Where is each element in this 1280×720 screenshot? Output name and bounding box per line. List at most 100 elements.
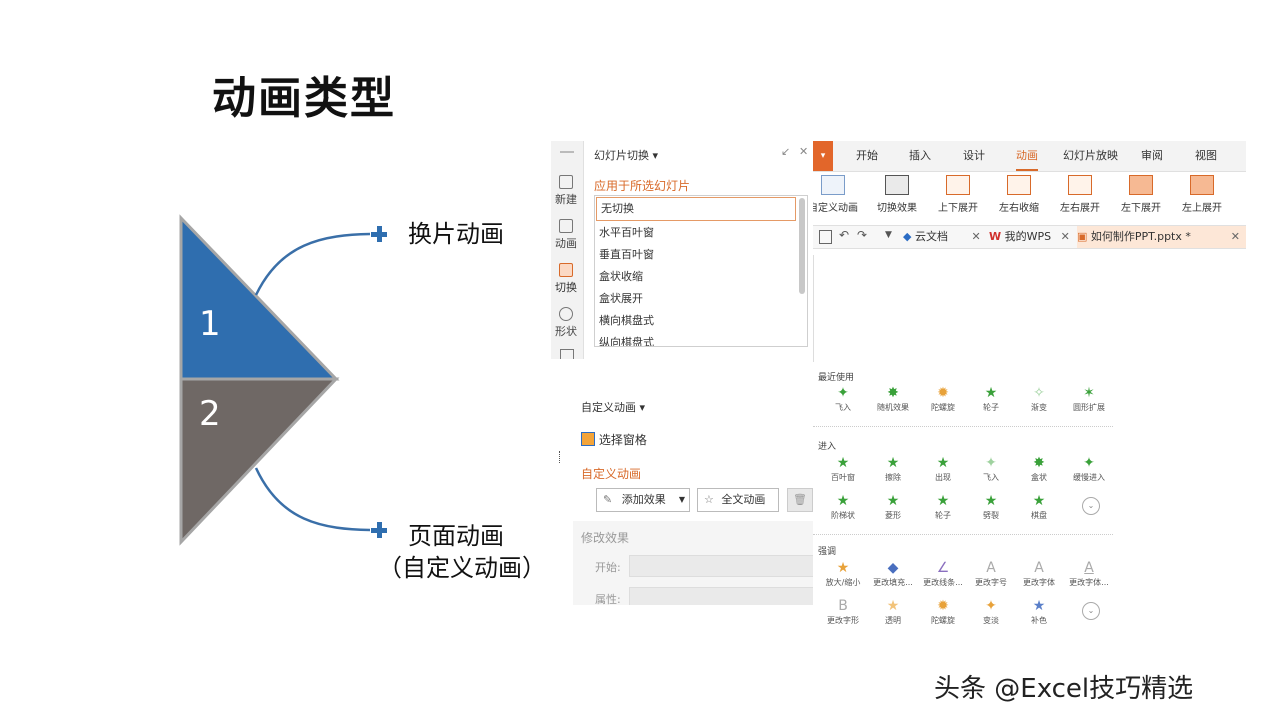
list-scrollbar[interactable] xyxy=(799,198,805,294)
effect-left-right-shrink[interactable]: 左右收缩 xyxy=(987,175,1051,214)
anim-recent-wheel[interactable]: ★ 轮子 xyxy=(967,384,1015,413)
tab-animation[interactable]: 动画 xyxy=(1016,141,1038,171)
anim-emphasis[interactable]: ★透明 xyxy=(869,597,917,626)
anim-enter[interactable]: ★棋盘 xyxy=(1015,492,1063,521)
anim-recent-spin[interactable]: ✹陀螺旋 xyxy=(919,384,967,413)
tab-home[interactable]: 开始 xyxy=(856,149,878,162)
transition-item[interactable]: 水平百叶窗 xyxy=(599,226,654,239)
effect-up-down-expand[interactable]: 上下展开 xyxy=(926,175,990,214)
full-text-label: 全文动画 xyxy=(721,493,766,506)
effect-top-left-expand[interactable]: 左上展开 xyxy=(1170,175,1234,214)
switch-effect-icon xyxy=(885,175,909,195)
select-pane-button[interactable]: 选择窗格 xyxy=(581,431,647,448)
transition-list[interactable]: 无切换 水平百叶窗 垂直百叶窗 盒状收缩 盒状展开 横向棋盘式 纵向棋盘式 xyxy=(594,195,808,347)
doc-tab-wps[interactable]: W 我的WPS ✕ xyxy=(989,226,1070,248)
transition-item[interactable]: 盒状收缩 xyxy=(599,270,643,283)
anim-emphasis[interactable]: ∠更改线条... xyxy=(919,559,967,588)
anim-enter[interactable]: ✦飞入 xyxy=(967,454,1015,483)
custom-animation-button[interactable]: 自定义动画 xyxy=(813,175,865,214)
anim-enter[interactable]: ★擦除 xyxy=(869,454,917,483)
wps-menu-icon[interactable]: ▾ xyxy=(813,141,833,171)
close-tab-icon[interactable]: ✕ xyxy=(971,230,981,243)
switch-effect-button[interactable]: 切换效果 xyxy=(865,175,929,214)
anim-label: 补色 xyxy=(1031,616,1047,625)
ribbon-tab-bar: ▾ 开始 插入 设计 动画 幻灯片放映 审阅 视图 xyxy=(813,141,1246,172)
transition-item-none[interactable]: 无切换 xyxy=(596,197,796,221)
side-item-animation[interactable]: 动画 xyxy=(551,219,581,251)
star-icon: ✸ xyxy=(1033,455,1045,471)
anim-enter[interactable]: ★菱形 xyxy=(869,492,917,521)
close-tab-icon[interactable]: ✕ xyxy=(1230,230,1240,243)
undo-icon[interactable]: ↶ xyxy=(839,228,850,242)
anim-enter[interactable]: ★轮子 xyxy=(919,492,967,521)
start-select[interactable] xyxy=(629,555,813,577)
full-text-animation-button[interactable]: ☆ 全文动画 xyxy=(697,488,779,512)
tab-review[interactable]: 审阅 xyxy=(1141,149,1163,162)
switch-panel-header[interactable]: 幻灯片切换 ▾ xyxy=(594,149,659,162)
anim-label: 更改字体 xyxy=(1023,578,1055,587)
anim-enter[interactable]: ★劈裂 xyxy=(967,492,1015,521)
tab-slideshow[interactable]: 幻灯片放映 xyxy=(1063,149,1118,162)
chevron-down-icon[interactable]: ⌄ xyxy=(1082,602,1100,620)
chevron-down-icon[interactable]: ⌄ xyxy=(1082,497,1100,515)
anim-emphasis[interactable]: ★补色 xyxy=(1015,597,1063,626)
anim-label: 飞入 xyxy=(835,403,851,412)
star-icon: ☆ xyxy=(704,493,714,506)
anim-emphasis[interactable]: ★放大/缩小 xyxy=(819,559,867,588)
transition-item[interactable]: 横向棋盘式 xyxy=(599,314,654,327)
side-item-switch[interactable]: 切换 xyxy=(551,263,581,295)
dropdown-icon[interactable]: ▼ xyxy=(885,230,892,240)
doc-tab-cloud[interactable]: ◆ 云文档 ✕ xyxy=(903,226,981,248)
anim-recent-random[interactable]: ✸随机效果 xyxy=(869,384,917,413)
side-item-new[interactable]: 新建 xyxy=(551,175,581,207)
star-icon: ✶ xyxy=(1083,385,1095,401)
anim-recent-circle[interactable]: ✶ 圆形扩展 xyxy=(1065,384,1113,413)
effect-bottom-left-expand[interactable]: 左下展开 xyxy=(1109,175,1173,214)
anim-label: 圆形扩展 xyxy=(1073,403,1105,412)
anim-enter[interactable]: ★出现 xyxy=(919,454,967,483)
anim-enter[interactable]: ★阶梯状 xyxy=(819,492,867,521)
close-tab-icon[interactable]: ✕ xyxy=(1060,230,1070,243)
anim-label: 缓慢进入 xyxy=(1073,473,1105,482)
property-select[interactable] xyxy=(629,587,813,605)
star-icon: ★ xyxy=(984,385,998,401)
document-canvas xyxy=(813,255,1247,362)
anim-recent-fade[interactable]: ✧渐变 xyxy=(1015,384,1063,413)
anim-emphasis[interactable]: ◆更改填充... xyxy=(869,559,917,588)
preview-icon[interactable] xyxy=(819,230,832,244)
anim-label: 飞入 xyxy=(983,473,999,482)
add-effect-label: 添加效果 xyxy=(621,493,666,506)
effect-label: 左右收缩 xyxy=(999,203,1039,214)
side-item-shape[interactable]: 形状 xyxy=(551,307,581,339)
anim-enter[interactable]: ★百叶窗 xyxy=(819,454,867,483)
doc-tab-ppt[interactable]: ▣ 如何制作PPT.pptx * ✕ xyxy=(1077,226,1246,248)
anim-emphasis[interactable]: ✹陀螺旋 xyxy=(919,597,967,626)
pin-icon[interactable]: ↙ xyxy=(781,145,791,158)
star-icon: ✹ xyxy=(937,385,949,401)
drag-handle[interactable] xyxy=(560,151,574,153)
anim-emphasis[interactable]: ✦变淡 xyxy=(967,597,1015,626)
redo-icon[interactable]: ↷ xyxy=(857,228,868,242)
anim-enter[interactable]: ✸盒状 xyxy=(1015,454,1063,483)
tab-insert[interactable]: 插入 xyxy=(909,149,931,162)
panel-edge-mark xyxy=(559,451,561,463)
close-icon[interactable]: ✕ xyxy=(799,145,809,158)
effect-left-right-expand[interactable]: 左右展开 xyxy=(1048,175,1112,214)
transition-item[interactable]: 盒状展开 xyxy=(599,292,643,305)
anim-enter[interactable]: ✦缓慢进入 xyxy=(1065,454,1113,483)
tab-view[interactable]: 视图 xyxy=(1195,149,1217,162)
transition-item[interactable]: 纵向棋盘式 xyxy=(599,336,654,347)
switch-icon xyxy=(559,263,573,277)
custom-panel-header[interactable]: 自定义动画 ▾ xyxy=(581,401,646,414)
transition-item[interactable]: 垂直百叶窗 xyxy=(599,248,654,261)
anim-label: 轮子 xyxy=(983,403,999,412)
delete-icon[interactable]: 🗑 xyxy=(787,488,813,512)
anim-recent-fly-in[interactable]: ✦飞入 xyxy=(819,384,867,413)
add-effect-button[interactable]: ✎ 添加效果 ▼ xyxy=(596,488,690,512)
star-icon: ★ xyxy=(1032,493,1046,509)
tab-design[interactable]: 设计 xyxy=(963,149,985,162)
